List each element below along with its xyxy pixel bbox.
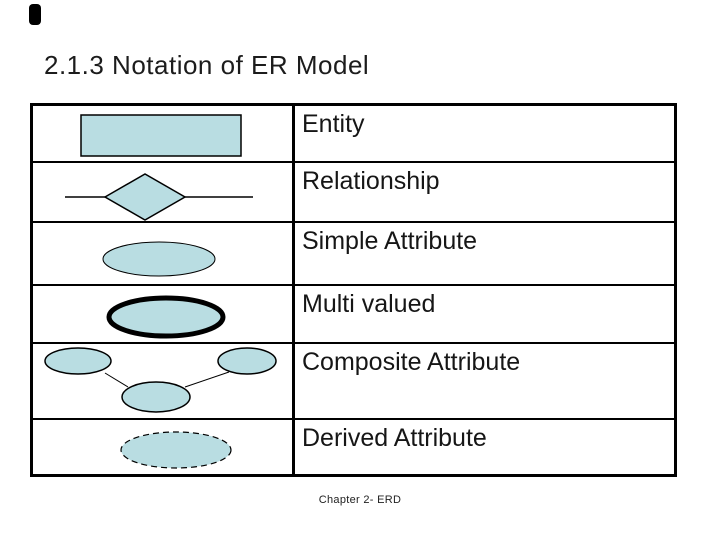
entity-label: Entity xyxy=(295,106,674,163)
composite-attribute-symbol-cell xyxy=(33,344,295,420)
simple-attribute-symbol-cell xyxy=(33,223,295,286)
multivalued-ellipse-icon xyxy=(106,295,226,339)
simple-attribute-ellipse-icon xyxy=(102,241,216,277)
derived-attribute-symbol-cell xyxy=(33,420,295,476)
simple-attribute-label: Simple Attribute xyxy=(295,223,674,286)
page-title: 2.1.3 Notation of ER Model xyxy=(44,50,370,80)
relationship-diamond-icon xyxy=(65,173,253,221)
multivalued-label: Multi valued xyxy=(295,286,674,344)
relationship-symbol-cell xyxy=(33,163,295,223)
composite-attribute-label: Composite Attribute xyxy=(295,344,674,420)
entity-symbol-cell xyxy=(33,106,295,163)
entity-rectangle-icon xyxy=(80,114,242,157)
derived-attribute-label: Derived Attribute xyxy=(302,424,487,452)
relationship-label: Relationship xyxy=(295,163,674,223)
derived-attribute-dashed-ellipse-icon xyxy=(120,431,232,469)
pen-cursor-mark xyxy=(29,4,41,25)
multivalued-symbol-cell xyxy=(33,286,295,344)
composite-attribute-icon xyxy=(44,347,277,413)
slide-footer: Chapter 2- ERD xyxy=(318,494,402,506)
notation-table: Entity Relationship Simple Attribute Mul… xyxy=(30,103,677,477)
